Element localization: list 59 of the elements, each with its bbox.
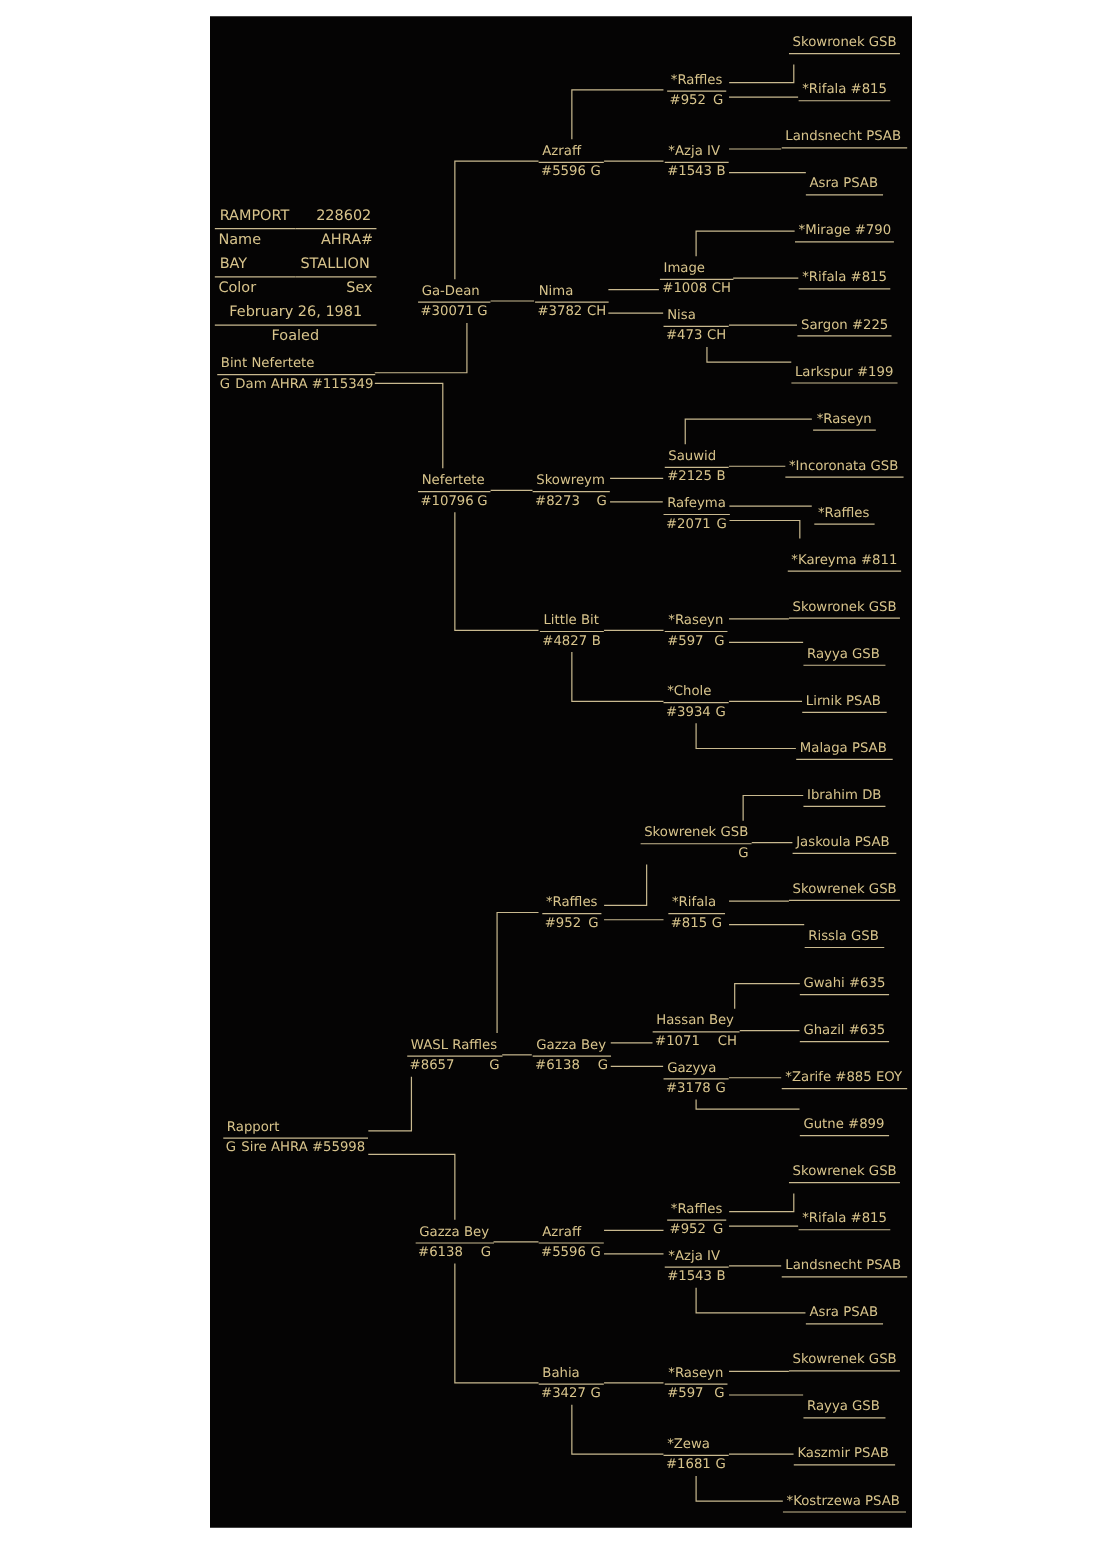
connector bbox=[705, 346, 791, 363]
connector bbox=[453, 1262, 539, 1384]
connector bbox=[727, 618, 789, 620]
connector bbox=[727, 1265, 781, 1267]
connector bbox=[373, 382, 443, 469]
connector bbox=[694, 1098, 800, 1110]
connector bbox=[608, 477, 663, 479]
connector bbox=[608, 501, 663, 503]
connector bbox=[500, 1054, 532, 1056]
connector bbox=[491, 1241, 539, 1243]
connector bbox=[694, 722, 796, 750]
connector bbox=[750, 841, 792, 844]
connector bbox=[609, 1042, 653, 1044]
connector bbox=[694, 1475, 783, 1502]
connector bbox=[683, 418, 812, 445]
connector bbox=[366, 1076, 412, 1132]
connector bbox=[694, 230, 795, 257]
connector bbox=[727, 148, 781, 150]
connector bbox=[727, 171, 806, 174]
connector bbox=[373, 322, 467, 374]
connector bbox=[602, 160, 664, 162]
connector bbox=[731, 277, 798, 279]
connector bbox=[727, 900, 789, 902]
connector bbox=[694, 1287, 806, 1314]
connector bbox=[570, 89, 664, 140]
connector bbox=[606, 312, 663, 314]
connector bbox=[741, 794, 803, 822]
connector bbox=[570, 651, 664, 703]
connector bbox=[602, 863, 647, 906]
connector bbox=[727, 923, 804, 926]
connector bbox=[727, 641, 803, 643]
connector bbox=[727, 1370, 789, 1373]
connector bbox=[609, 1065, 663, 1067]
connector bbox=[602, 1382, 664, 1384]
connector bbox=[602, 919, 664, 921]
connector bbox=[727, 505, 812, 507]
connector bbox=[727, 519, 800, 540]
connector bbox=[727, 700, 802, 703]
connector bbox=[366, 1153, 455, 1221]
connector bbox=[727, 1225, 798, 1227]
connector bbox=[453, 511, 539, 631]
connector bbox=[727, 324, 797, 326]
connector bbox=[453, 160, 539, 280]
connector bbox=[602, 1229, 664, 1231]
connector bbox=[727, 1453, 794, 1455]
connector bbox=[489, 489, 533, 491]
connector bbox=[489, 300, 534, 302]
connector bbox=[727, 96, 798, 98]
connector bbox=[570, 1404, 664, 1455]
connector bbox=[495, 911, 539, 1034]
connector bbox=[606, 288, 659, 291]
connector bbox=[738, 1030, 800, 1032]
connector bbox=[727, 1077, 781, 1079]
connector bbox=[727, 1193, 794, 1213]
connector bbox=[727, 465, 785, 467]
connector bbox=[733, 983, 800, 1010]
connector bbox=[602, 1253, 664, 1255]
connector bbox=[602, 629, 664, 631]
connector bbox=[727, 64, 794, 84]
